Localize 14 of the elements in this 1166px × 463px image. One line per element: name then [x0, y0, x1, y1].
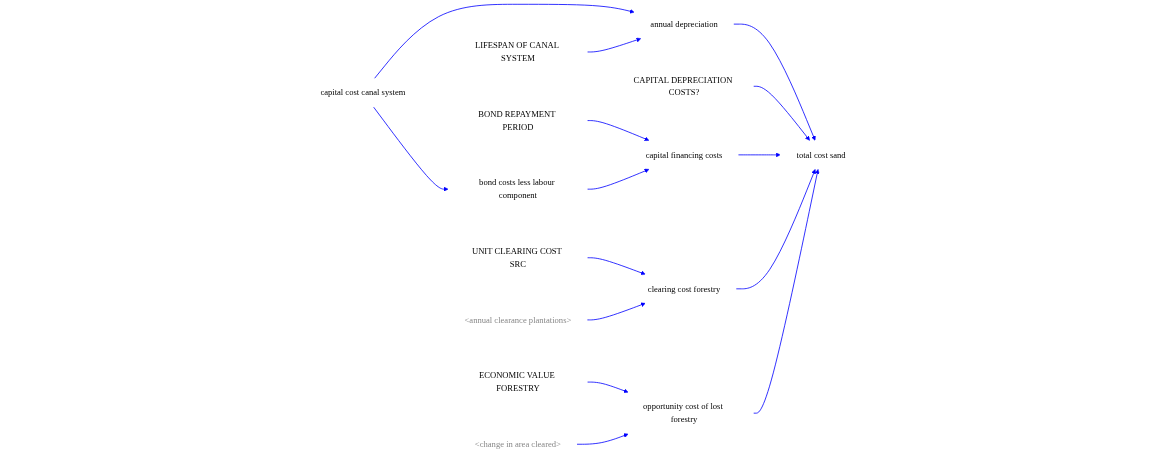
node-text: opportunity cost of lost forestry	[643, 401, 723, 424]
node-text: <annual clearance plantations>	[464, 315, 572, 325]
node-text: annual depreciation	[650, 19, 718, 29]
node-text: CAPITAL DEPRECIATION COSTS?	[633, 75, 733, 97]
node-text: clearing cost forestry	[647, 284, 721, 294]
node-text: LIFESPAN OF CANAL SYSTEM	[474, 40, 559, 63]
node-text: ECONOMIC VALUE FORESTRY	[479, 370, 555, 393]
node-text: capital financing costs	[645, 150, 723, 160]
node-text: total cost sand	[796, 150, 846, 160]
node-text: bond costs less labour component	[479, 177, 555, 200]
node-text: UNIT CLEARING COST SRC	[471, 246, 562, 269]
node-text: <change in area cleared>	[474, 439, 561, 449]
node-text: capital cost canal system	[320, 87, 406, 97]
node-text: BOND REPAYMENT PERIOD	[478, 109, 556, 132]
